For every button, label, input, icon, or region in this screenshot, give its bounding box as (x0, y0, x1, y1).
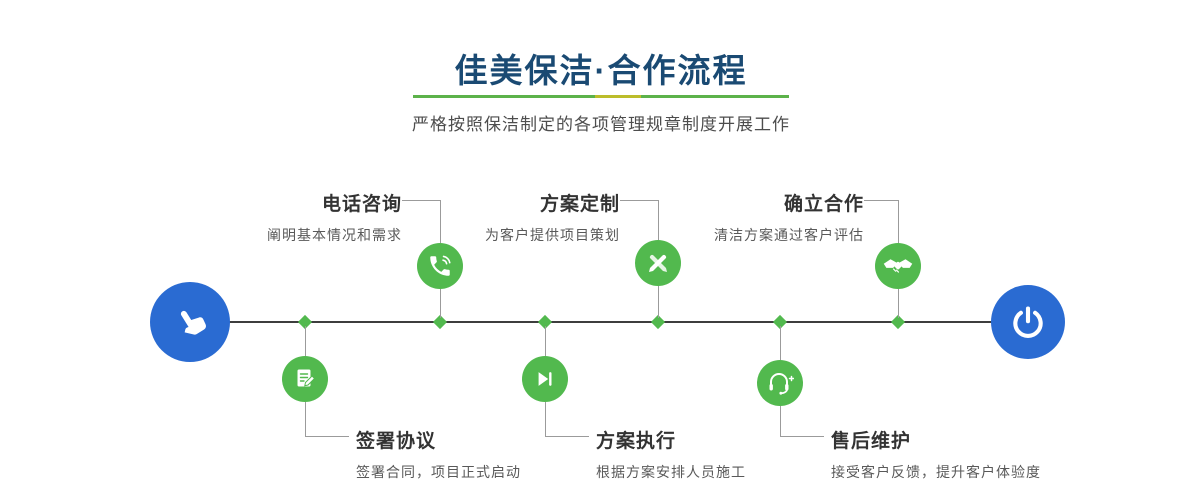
timeline-start-terminal (150, 282, 230, 362)
connector-line (440, 289, 441, 318)
step-icon-phone-consultation (417, 243, 463, 289)
step-desc: 接受客户反馈，提升客户体验度 (831, 464, 1041, 480)
connector-line (780, 406, 781, 436)
step-desc: 签署合同，项目正式启动 (356, 464, 521, 480)
contract-icon (293, 367, 317, 391)
step-icon-plan-execution (522, 356, 568, 402)
step-title: 确立合作 (783, 194, 864, 215)
headset-support-icon (767, 371, 794, 395)
connector-line (305, 436, 349, 437)
step-establish-cooperation: 确立合作 清洁方案通过客户评估 (714, 189, 864, 245)
step-sign-agreement: 签署协议 签署合同，项目正式启动 (356, 426, 521, 482)
connector-line (658, 286, 659, 318)
connector-line (440, 200, 441, 243)
title-underline-accent (595, 95, 641, 98)
step-desc: 阐明基本情况和需求 (267, 227, 402, 243)
step-plan-execution: 方案执行 根据方案安排人员施工 (596, 426, 746, 482)
phone-icon (427, 253, 453, 279)
step-icon-aftersales-maintenance (757, 360, 803, 406)
step-title: 方案定制 (539, 194, 620, 215)
page-subtitle: 严格按照保洁制定的各项管理规章制度开展工作 (412, 115, 790, 134)
connector-line (620, 200, 658, 201)
play-forward-icon (534, 368, 556, 390)
connector-line (402, 200, 440, 201)
connector-line (658, 200, 659, 240)
pointing-hand-icon (161, 293, 219, 351)
step-title: 方案执行 (596, 431, 677, 452)
timeline-end-terminal (991, 285, 1065, 359)
connector-line (780, 326, 781, 360)
power-icon (1009, 303, 1047, 341)
step-desc: 为客户提供项目策划 (485, 227, 620, 243)
connector-line (898, 200, 899, 243)
timeline-line (190, 321, 1030, 323)
connector-line (305, 402, 306, 436)
step-desc: 清洁方案通过客户评估 (714, 227, 864, 243)
connector-line (545, 402, 546, 436)
step-title: 签署协议 (356, 431, 437, 452)
connector-line (305, 326, 306, 356)
connector-line (545, 436, 589, 437)
step-plan-customization: 方案定制 为客户提供项目策划 (485, 189, 620, 245)
step-phone-consultation: 电话咨询 阐明基本情况和需求 (267, 189, 402, 245)
connector-line (545, 326, 546, 356)
connector-line (780, 436, 824, 437)
step-aftersales-maintenance: 售后维护 接受客户反馈，提升客户体验度 (831, 426, 1041, 482)
step-icon-sign-agreement (282, 356, 328, 402)
step-title: 售后维护 (831, 431, 912, 452)
step-desc: 根据方案安排人员施工 (596, 464, 746, 480)
step-title: 电话咨询 (321, 194, 402, 215)
step-icon-establish-cooperation (875, 243, 921, 289)
step-icon-plan-customization (635, 240, 681, 286)
connector-line (898, 289, 899, 318)
page-title: 佳美保洁·合作流程 (454, 52, 748, 89)
connector-line (864, 200, 898, 201)
title-underline (413, 95, 789, 98)
design-tools-icon (646, 251, 670, 275)
handshake-icon (883, 256, 913, 276)
